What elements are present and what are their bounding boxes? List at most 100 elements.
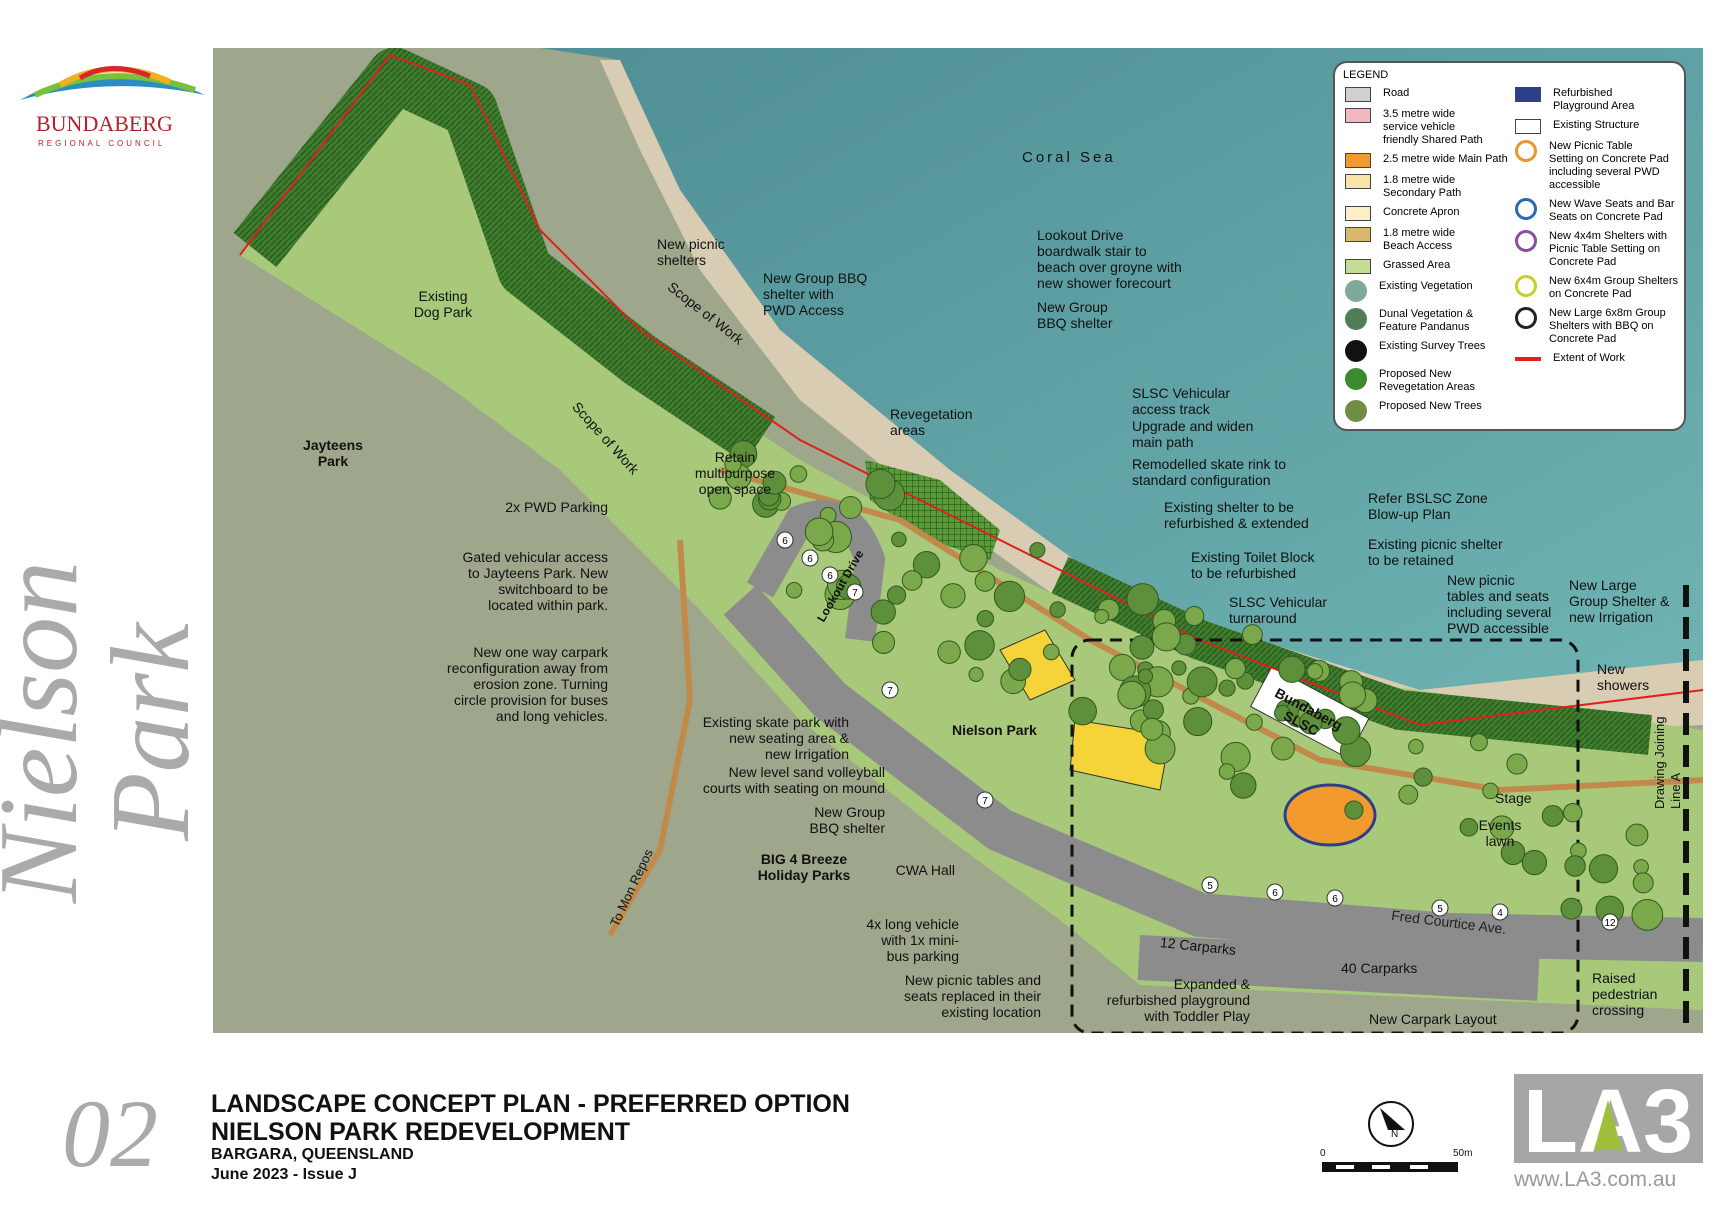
tree-icon: [1541, 804, 1564, 827]
callout-existing-skate-park: Existing skate park with new seating are…: [702, 714, 849, 762]
callout-one-way-carpark: New one way carpark reconfiguration away…: [446, 644, 608, 724]
legend-label: New 6x4m Group Shelters on Concrete Pad: [1549, 275, 1678, 300]
la3-url[interactable]: www.LA3.com.au: [1514, 1168, 1677, 1191]
sea-label: Coral Sea: [1022, 149, 1116, 166]
legend-item: Concrete Apron: [1345, 206, 1508, 221]
new-trees-icon: [1345, 400, 1367, 422]
north-label: N: [1391, 1129, 1399, 1140]
extent-of-work-line: [239, 53, 1703, 727]
grass-swatch: [1345, 259, 1371, 274]
legend-label: Grassed Area: [1383, 259, 1451, 271]
tree-icon: [870, 599, 896, 625]
survey-trees-icon: [1345, 340, 1367, 362]
callout-existing-picnic-shelter: Existing picnic shelter to be retained: [1368, 536, 1503, 568]
label-stage: Stage: [1495, 790, 1532, 806]
legend-label: 1.8 metre wide Secondary Path: [1383, 174, 1462, 199]
legend-item: 2.5 metre wide Main Path: [1345, 153, 1508, 168]
tree-icon: [865, 468, 896, 500]
legend-item: Refurbished Playground Area: [1515, 87, 1678, 113]
legend-item: Dunal Vegetation & Feature Pandanus: [1345, 308, 1508, 334]
tree-icon: [1344, 800, 1364, 820]
tree-icon: [1218, 679, 1236, 697]
carpark-count: 6: [827, 571, 833, 582]
tree-icon: [886, 585, 907, 605]
carpark-count: 6: [782, 536, 788, 547]
tree-icon: [1218, 763, 1236, 780]
playground-swatch: [1515, 87, 1541, 102]
label-dog-park: Existing Dog Park: [413, 288, 473, 320]
tree-icon: [1042, 643, 1060, 661]
logo-subtitle: REGIONAL COUNCIL: [38, 139, 166, 148]
shelter-4x4-icon: [1515, 230, 1537, 252]
carpark-count-marker: [846, 583, 864, 601]
tree-icon: [1108, 653, 1137, 681]
callout-group-bbq-shelter: New Group BBQ shelter: [1037, 299, 1113, 331]
tree-icon: [974, 570, 996, 592]
label-big4-holiday-parks: BIG 4 Breeze Holiday Parks: [757, 851, 851, 883]
drawing-joining-line-label: Drawing Joining Line A: [1652, 716, 1683, 810]
tree-icon: [804, 517, 834, 547]
tree-icon: [1140, 717, 1164, 741]
tree-icon: [1171, 660, 1187, 676]
tree-icon: [872, 630, 896, 654]
legend-item: Grassed Area: [1345, 259, 1508, 274]
tree-icon: [1068, 696, 1097, 726]
dune-vegetation: [233, 48, 776, 463]
callout-large-group-shelter: New Large Group Shelter & new Irrigation: [1569, 577, 1670, 625]
carpark-count-marker: [801, 549, 819, 567]
project-title: NIELSON PARK REDEVELOPMENT: [211, 1118, 631, 1146]
extent-of-work-line: [1515, 357, 1541, 361]
tree-icon: [1224, 658, 1246, 680]
tree-icon: [1489, 815, 1515, 841]
carpark-loop: [746, 500, 886, 642]
tree-icon: [1245, 713, 1263, 731]
callout-toilet-block: Existing Toilet Block to be refurbished: [1191, 549, 1315, 581]
secondary-path-swatch: [1345, 174, 1371, 189]
tree-icon: [1186, 666, 1218, 698]
tree-icon: [959, 544, 988, 573]
legend-item: Road: [1345, 87, 1508, 102]
callout-long-vehicle-parking: 4x long vehicle with 1x mini- bus parkin…: [866, 916, 959, 964]
legend-item: New Picnic Table Setting on Concrete Pad…: [1515, 140, 1678, 192]
side-title: Nielson Park: [0, 560, 213, 904]
carpark-count: 6: [1272, 888, 1278, 899]
legend-label: Concrete Apron: [1383, 206, 1460, 218]
tree-icon: [940, 583, 966, 609]
callout-gated-access: Gated vehicular access to Jayteens Park.…: [462, 549, 608, 613]
tree-icon: [789, 465, 808, 483]
playground: [1283, 783, 1377, 847]
legend-label: New Picnic Table Setting on Concrete Pad…: [1549, 140, 1669, 191]
label-nielson-park: Nielson Park: [952, 722, 1037, 738]
tree-icon: [1469, 733, 1488, 752]
carpark-count-marker: [1431, 899, 1449, 917]
legend-item: Existing Survey Trees: [1345, 340, 1508, 362]
tree-icon: [1151, 622, 1181, 652]
callout-slsc-access-track: SLSC Vehicular access track: [1132, 385, 1231, 417]
legend-item: New 6x4m Group Shelters on Concrete Pad: [1515, 275, 1678, 301]
tree-icon: [937, 640, 961, 664]
existing-vegetation-icon: [1345, 280, 1367, 302]
tree-icon: [1126, 583, 1159, 616]
logo-name: BUNDABERG: [36, 111, 173, 136]
tree-icon: [1241, 624, 1263, 645]
callout-slsc-turnaround: SLSC Vehicular turnaround: [1229, 594, 1328, 626]
bundaberg-logo: [20, 65, 205, 100]
legend-item: 1.8 metre wide Beach Access: [1345, 227, 1508, 253]
carpark-count-marker: [1491, 903, 1509, 921]
legend-item: New Large 6x8m Group Shelters with BBQ o…: [1515, 307, 1678, 346]
road: [723, 585, 1703, 962]
legend-item: Existing Structure: [1515, 119, 1678, 134]
carpark-count-marker: [1201, 876, 1219, 894]
park-grass: [240, 62, 1703, 1010]
carpark-count-marker: [821, 566, 839, 584]
tree-icon: [1482, 782, 1499, 800]
carpark-count-marker: [881, 681, 899, 699]
existing-structure-swatch: [1515, 119, 1541, 134]
tree-icon: [724, 455, 742, 473]
tree-icon: [1298, 711, 1323, 735]
tree-icon: [1408, 738, 1424, 755]
callout-volleyball-courts: New level sand volleyball courts with se…: [702, 764, 885, 796]
tree-icon: [993, 580, 1026, 613]
tree-icon: [1588, 854, 1619, 884]
legend-label: New 4x4m Shelters with Picnic Table Sett…: [1549, 230, 1667, 268]
